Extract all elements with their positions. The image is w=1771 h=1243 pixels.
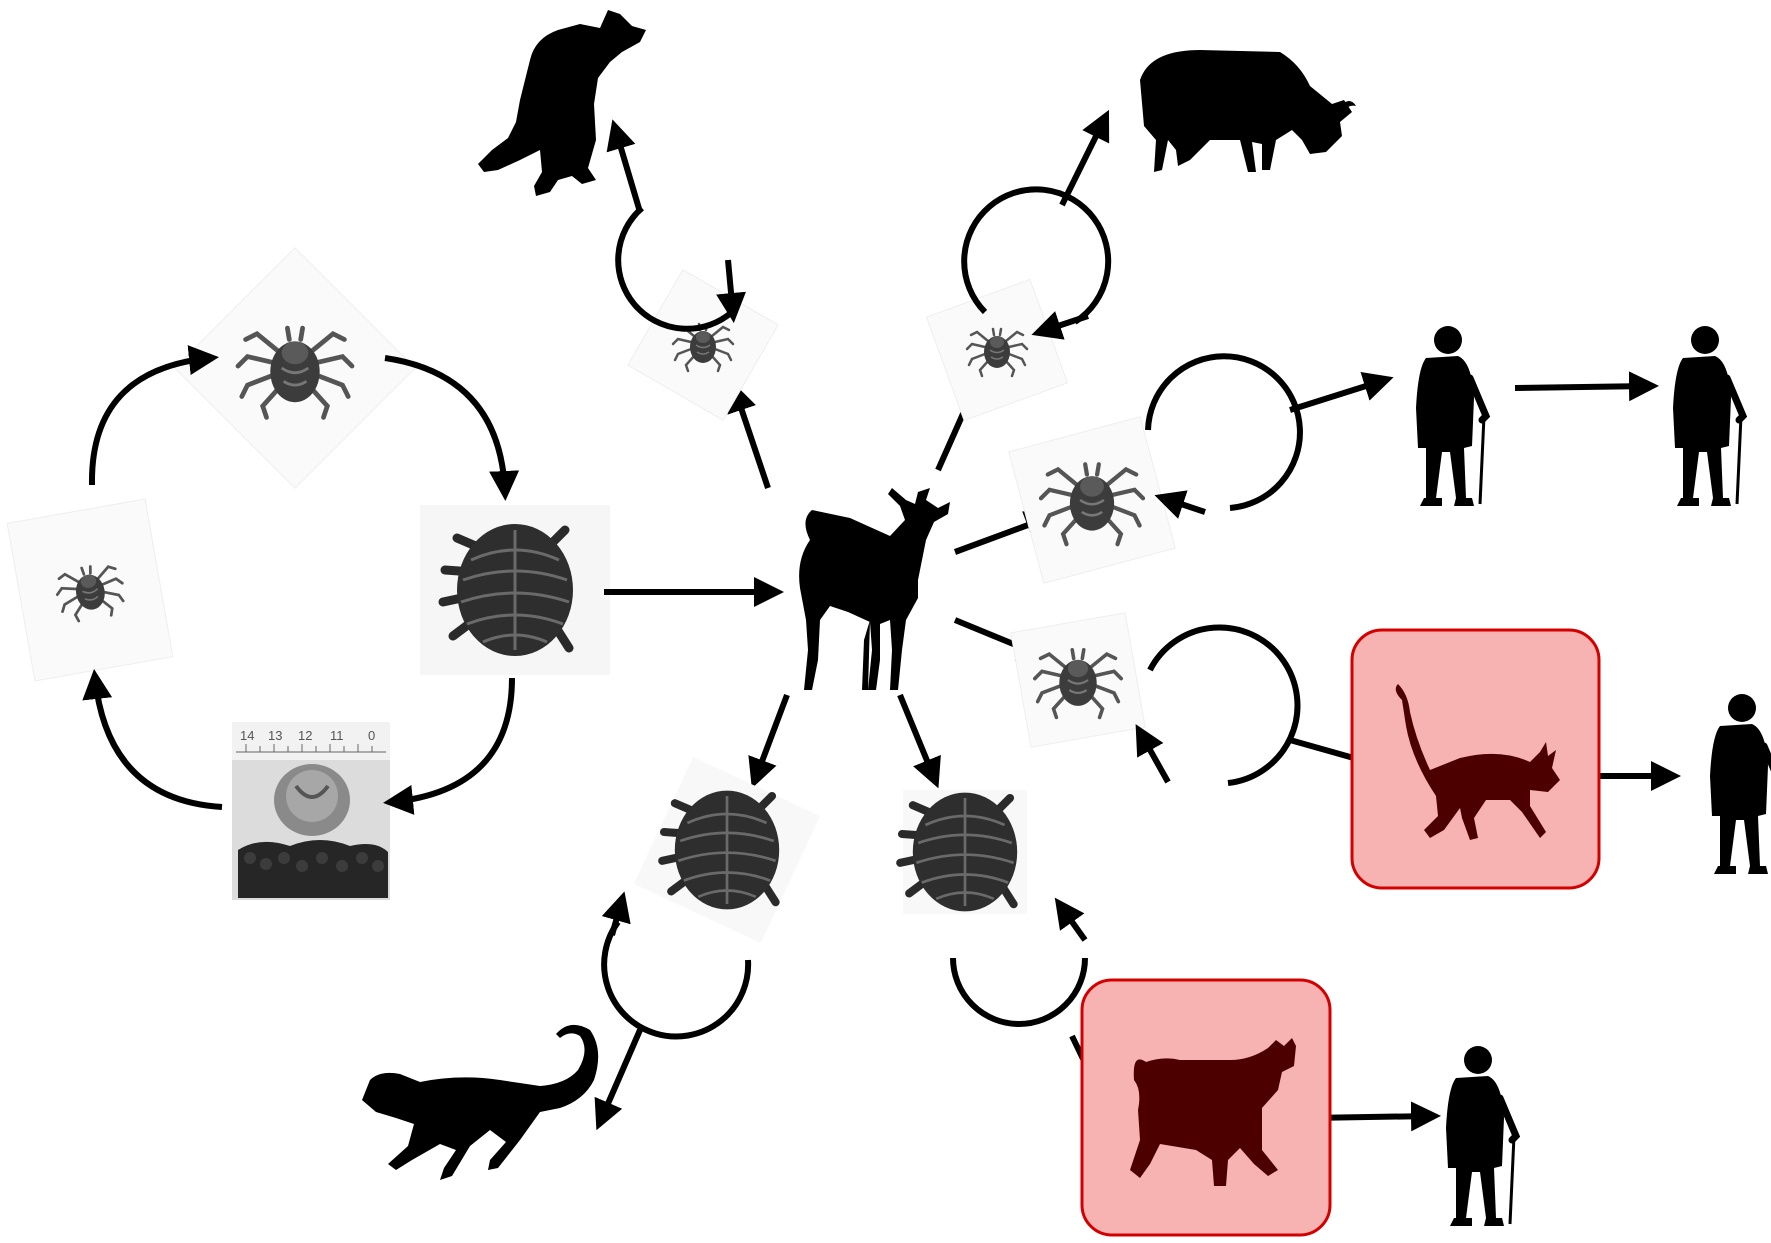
adult-tick-image bbox=[420, 505, 610, 675]
engorged-female-image: 14 13 12 11 0 bbox=[232, 722, 390, 900]
ruler-label-13: 13 bbox=[268, 728, 282, 743]
cat-branch bbox=[1010, 612, 1771, 890]
life-cycle: 14 13 12 11 0 bbox=[6, 247, 784, 900]
ruler-label-12: 12 bbox=[298, 728, 312, 743]
larva-tick-image bbox=[6, 498, 174, 682]
cattle-branch bbox=[925, 50, 1356, 422]
cheetah-branch bbox=[362, 756, 821, 1180]
cat-silhouette-icon bbox=[1395, 684, 1560, 840]
raccoon-branch bbox=[478, 10, 779, 421]
life-cycle-arrows bbox=[82, 345, 520, 815]
dog-branch bbox=[900, 790, 1516, 1237]
cattle-silhouette-icon bbox=[1140, 50, 1356, 172]
dog-silhouette-icon bbox=[1130, 1038, 1296, 1186]
ruler-label-11: 11 bbox=[330, 728, 344, 743]
ruler-label-14: 14 bbox=[240, 728, 254, 743]
nymph-tick-image bbox=[174, 247, 416, 489]
raccoon-silhouette-icon bbox=[478, 10, 646, 196]
scale-ruler bbox=[236, 744, 386, 753]
human-branch bbox=[1008, 326, 1743, 584]
cheetah-silhouette-icon bbox=[362, 1024, 599, 1180]
ruler-label-0: 0 bbox=[368, 728, 375, 743]
deer-silhouette-icon bbox=[799, 488, 950, 690]
